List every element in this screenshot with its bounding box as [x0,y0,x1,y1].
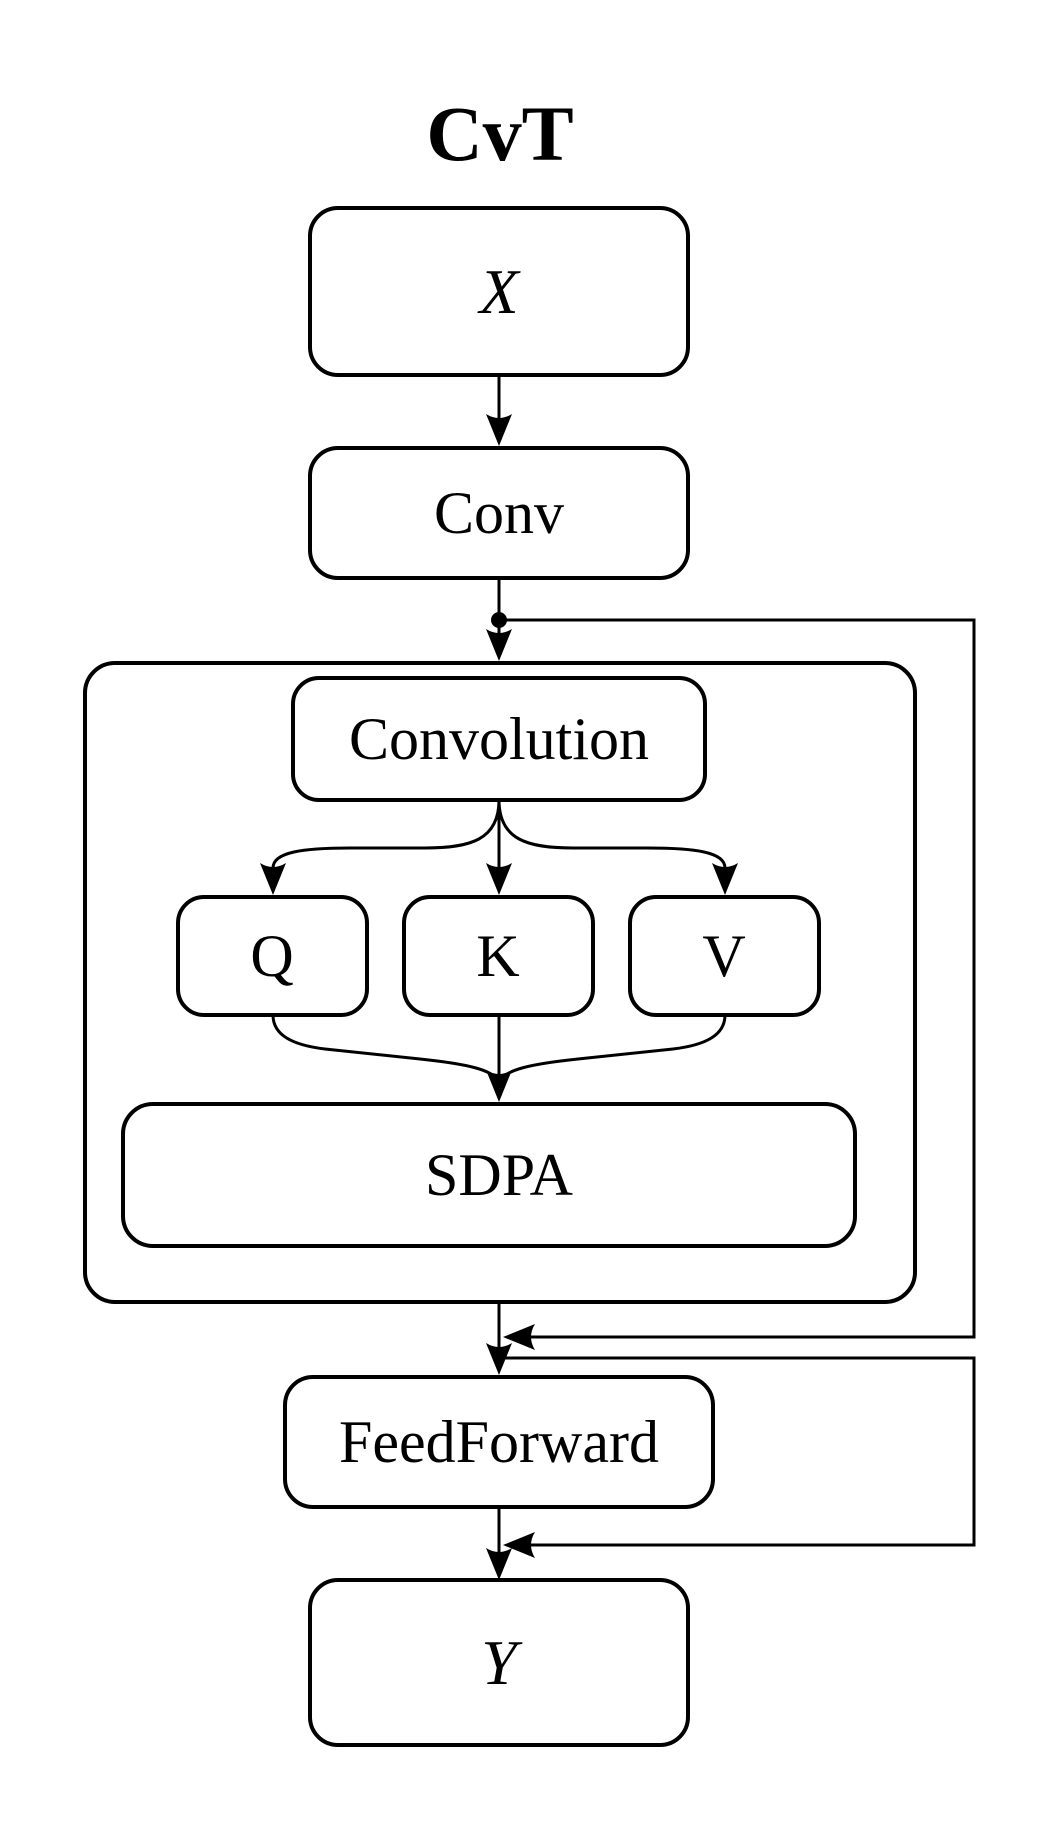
node-v-label: V [702,923,745,989]
edge-q-to-sdpa [271,1014,499,1081]
node-k-label: K [476,923,519,989]
edge-qkv-to-sdpa-arrowhead-icon [486,1070,512,1102]
node-k: K [402,895,595,1017]
branch-junction-dot [491,612,507,628]
node-q-label: Q [250,923,293,989]
residual-skip-2-arrowhead-icon [503,1532,535,1558]
node-x-box [308,206,690,377]
node-k-box [402,895,595,1017]
edge-x-to-conv-arrowhead-icon [486,414,512,446]
node-sdpa-box [121,1102,857,1248]
node-x: X [308,206,690,377]
edge-feedforward-to-y-arrowhead-icon [486,1548,512,1580]
edge-convolution-to-v-arrowhead-icon [712,863,738,895]
node-y: Y [308,1578,690,1747]
edge-convolution-to-k-arrowhead-icon [486,863,512,895]
node-convolution-box [291,676,707,802]
node-x-label: X [476,256,521,327]
node-sdpa-label: SDPA [425,1142,573,1208]
residual-skip-1-arrowhead-icon [503,1324,535,1350]
edge-convolution-to-q [271,799,501,869]
edge-convolution-to-v [497,799,727,869]
edge-block-to-feedforward-arrowhead-icon [486,1343,512,1375]
node-y-label: Y [481,1627,523,1698]
edge-conv-to-block-arrowhead-icon [486,629,512,661]
node-feedforward-label: FeedForward [339,1409,659,1475]
node-q: Q [176,895,369,1017]
node-v-box [628,895,821,1017]
node-q-box [176,895,369,1017]
edge-v-to-sdpa [499,1014,727,1081]
node-feedforward: FeedForward [283,1375,715,1509]
node-v: V [628,895,821,1017]
residual-skip-2-edge [503,1356,976,1547]
diagram-title: CvT [426,90,573,177]
node-convolution-label: Convolution [349,706,649,772]
node-conv-label: Conv [434,480,564,546]
node-y-box [308,1578,690,1747]
node-feedforward-box [283,1375,715,1509]
residual-skip-1-edge [499,618,976,1339]
node-conv-box [308,446,690,580]
node-conv: Conv [308,446,690,580]
node-convolution: Convolution [291,676,707,802]
edge-convolution-to-q-arrowhead-icon [260,863,286,895]
node-sdpa: SDPA [121,1102,857,1248]
